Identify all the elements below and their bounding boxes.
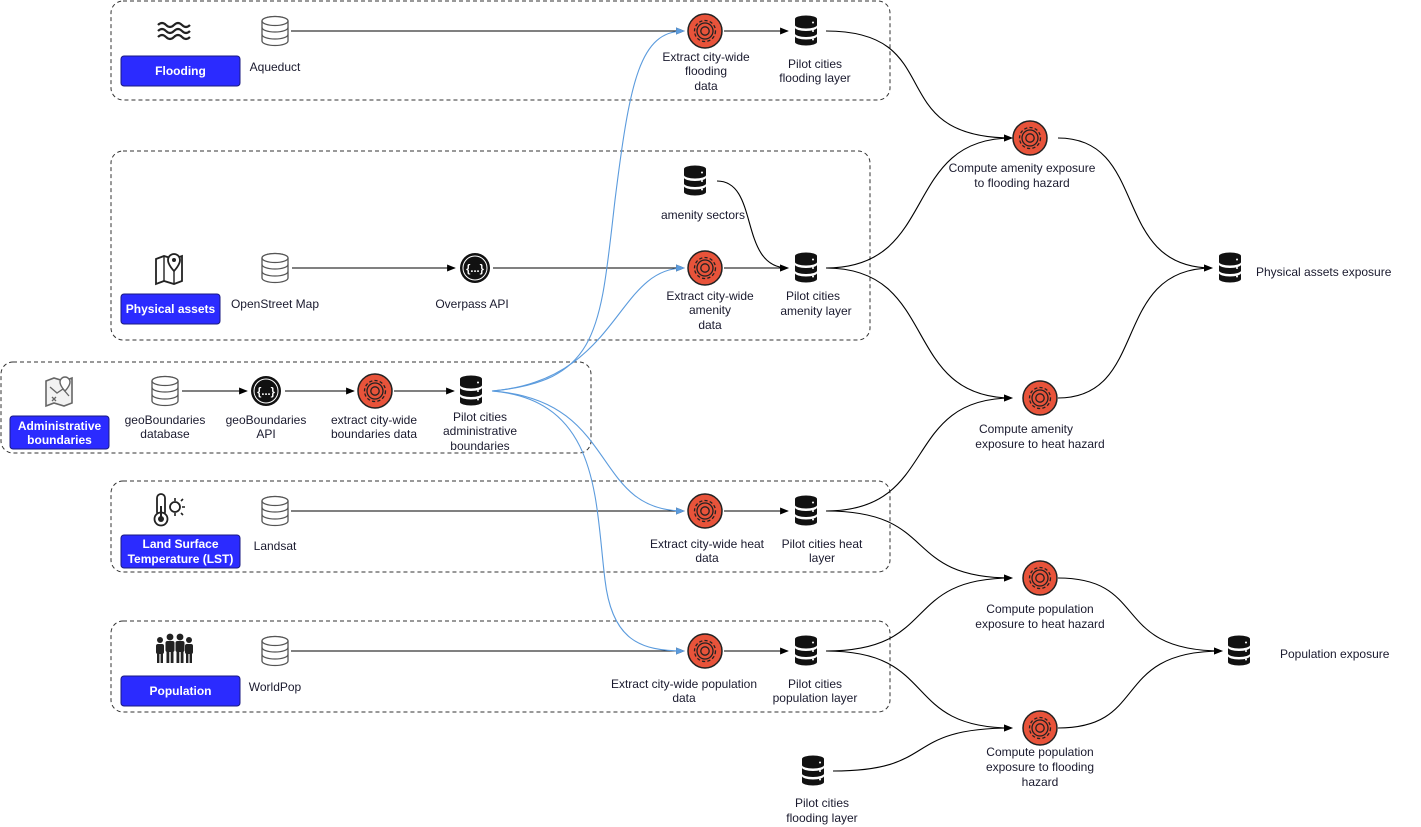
- badge-admin-label-2: boundaries: [27, 433, 92, 447]
- database-filled-icon[interactable]: [795, 252, 817, 283]
- group-lst: [110, 480, 891, 573]
- layer-flooding-1: Pilot cities: [788, 57, 842, 71]
- layer-flooding-2: flooding layer: [779, 71, 850, 85]
- compute-amenity-flood-2: to flooding hazard: [974, 176, 1069, 190]
- people-icon: [156, 633, 193, 663]
- source-aqueduct: Aqueduct: [250, 60, 301, 74]
- gear-icon[interactable]: [687, 633, 723, 669]
- database-filled-icon[interactable]: [795, 495, 817, 526]
- api-braces-icon[interactable]: [459, 252, 491, 284]
- database-outline-icon[interactable]: [261, 495, 289, 527]
- database-filled-icon[interactable]: [460, 375, 482, 406]
- compute-pop-flood-1: Compute population: [986, 745, 1093, 759]
- waves-icon: [157, 21, 191, 41]
- compute-pop-heat-2: exposure to heat hazard: [975, 617, 1104, 631]
- source-landsat: Landsat: [254, 539, 297, 553]
- source-geoboundaries-2: database: [140, 427, 190, 441]
- gear-icon[interactable]: [1022, 560, 1058, 596]
- thermometer-icon: [153, 493, 185, 527]
- badge-flooding[interactable]: Flooding: [120, 55, 241, 87]
- layer-amenity-2: amenity layer: [780, 304, 851, 318]
- extract-amenity-1: Extract city-wide: [666, 289, 754, 303]
- compute-amenity-heat-2: exposure to heat hazard: [975, 437, 1104, 451]
- database-outline-icon[interactable]: [261, 635, 289, 667]
- compute-amenity-flood-1: Compute amenity exposure: [949, 161, 1096, 175]
- badge-physical-assets[interactable]: Physical assets: [120, 293, 221, 325]
- database-outline-icon[interactable]: [261, 15, 289, 47]
- database-filled-icon[interactable]: [795, 635, 817, 666]
- layer-admin-3: boundaries: [450, 439, 509, 453]
- layer-heat-2: layer: [809, 551, 835, 565]
- map-pin-icon: [155, 253, 183, 286]
- extract-boundaries-2: boundaries data: [331, 427, 417, 441]
- geoboundaries-api-label-1: geoBoundaries: [226, 413, 307, 427]
- layer-population-2: population layer: [773, 691, 858, 705]
- database-outline-icon[interactable]: [151, 375, 179, 407]
- compute-pop-heat-1: Compute population: [986, 602, 1093, 616]
- extract-boundaries-1: extract city-wide: [331, 413, 417, 427]
- compute-pop-flood-3: hazard: [1022, 775, 1059, 789]
- gear-icon[interactable]: [687, 493, 723, 529]
- database-filled-icon[interactable]: [795, 15, 817, 46]
- extra-flood-layer-1: Pilot cities: [795, 796, 849, 810]
- overpass-api-label: Overpass API: [435, 297, 508, 311]
- database-filled-icon[interactable]: [1228, 635, 1250, 666]
- gear-icon[interactable]: [1012, 120, 1048, 156]
- database-filled-icon[interactable]: [684, 165, 706, 196]
- badge-population-label: Population: [150, 684, 212, 698]
- badge-lst-label-2: Temperature (LST): [128, 552, 234, 566]
- physical-exposure-label: Physical assets exposure: [1256, 265, 1392, 279]
- layer-admin-2: administrative: [443, 424, 517, 438]
- database-outline-icon[interactable]: [261, 252, 289, 284]
- gear-icon[interactable]: [687, 250, 723, 286]
- source-geoboundaries-1: geoBoundaries: [125, 413, 206, 427]
- group-admin-boundaries: [0, 361, 592, 454]
- amenity-sectors-label: amenity sectors: [661, 208, 745, 222]
- layer-amenity-1: Pilot cities: [786, 289, 840, 303]
- extract-amenity-3: data: [698, 318, 722, 332]
- map-icon: [45, 376, 73, 408]
- extract-heat-1: Extract city-wide heat: [650, 537, 765, 551]
- extract-population-2: data: [672, 691, 696, 705]
- badge-lst-label-1: Land Surface: [142, 537, 218, 551]
- extract-flooding-2: flooding: [685, 64, 727, 78]
- badge-flooding-label: Flooding: [155, 64, 206, 78]
- group-population: [110, 620, 891, 713]
- geoboundaries-api-label-2: API: [256, 427, 275, 441]
- badge-lst[interactable]: Land Surface Temperature (LST): [120, 534, 241, 569]
- gear-icon[interactable]: [1022, 710, 1058, 746]
- extra-flood-layer-2: flooding layer: [786, 811, 857, 825]
- extract-heat-2: data: [695, 551, 719, 565]
- layer-heat-1: Pilot cities heat: [782, 537, 863, 551]
- database-filled-icon[interactable]: [1219, 252, 1241, 283]
- layer-population-1: Pilot cities: [788, 677, 842, 691]
- badge-population[interactable]: Population: [120, 675, 241, 707]
- edges: [182, 27, 1223, 772]
- extract-amenity-2: amenity: [689, 303, 731, 317]
- source-worldpop: WorldPop: [249, 680, 302, 694]
- extract-flooding-3: data: [694, 79, 718, 93]
- database-filled-icon[interactable]: [802, 755, 824, 786]
- compute-pop-flood-2: exposure to flooding: [986, 760, 1094, 774]
- compute-amenity-heat-1: Compute amenity: [979, 422, 1073, 436]
- api-braces-icon[interactable]: [250, 375, 282, 407]
- extract-flooding-1: Extract city-wide: [662, 50, 750, 64]
- gear-icon[interactable]: [1022, 380, 1058, 416]
- gear-icon[interactable]: [357, 373, 393, 409]
- layer-admin-1: Pilot cities: [453, 410, 507, 424]
- source-osm: OpenStreet Map: [231, 297, 319, 311]
- gear-icon[interactable]: [687, 13, 723, 49]
- badge-admin-boundaries[interactable]: Administrative boundaries: [9, 415, 110, 450]
- extract-population-1: Extract city-wide population: [611, 677, 757, 691]
- badge-physical-label: Physical assets: [126, 302, 216, 316]
- group-physical-assets: [110, 150, 871, 341]
- badge-admin-label-1: Administrative: [18, 419, 102, 433]
- population-exposure-label: Population exposure: [1280, 647, 1390, 661]
